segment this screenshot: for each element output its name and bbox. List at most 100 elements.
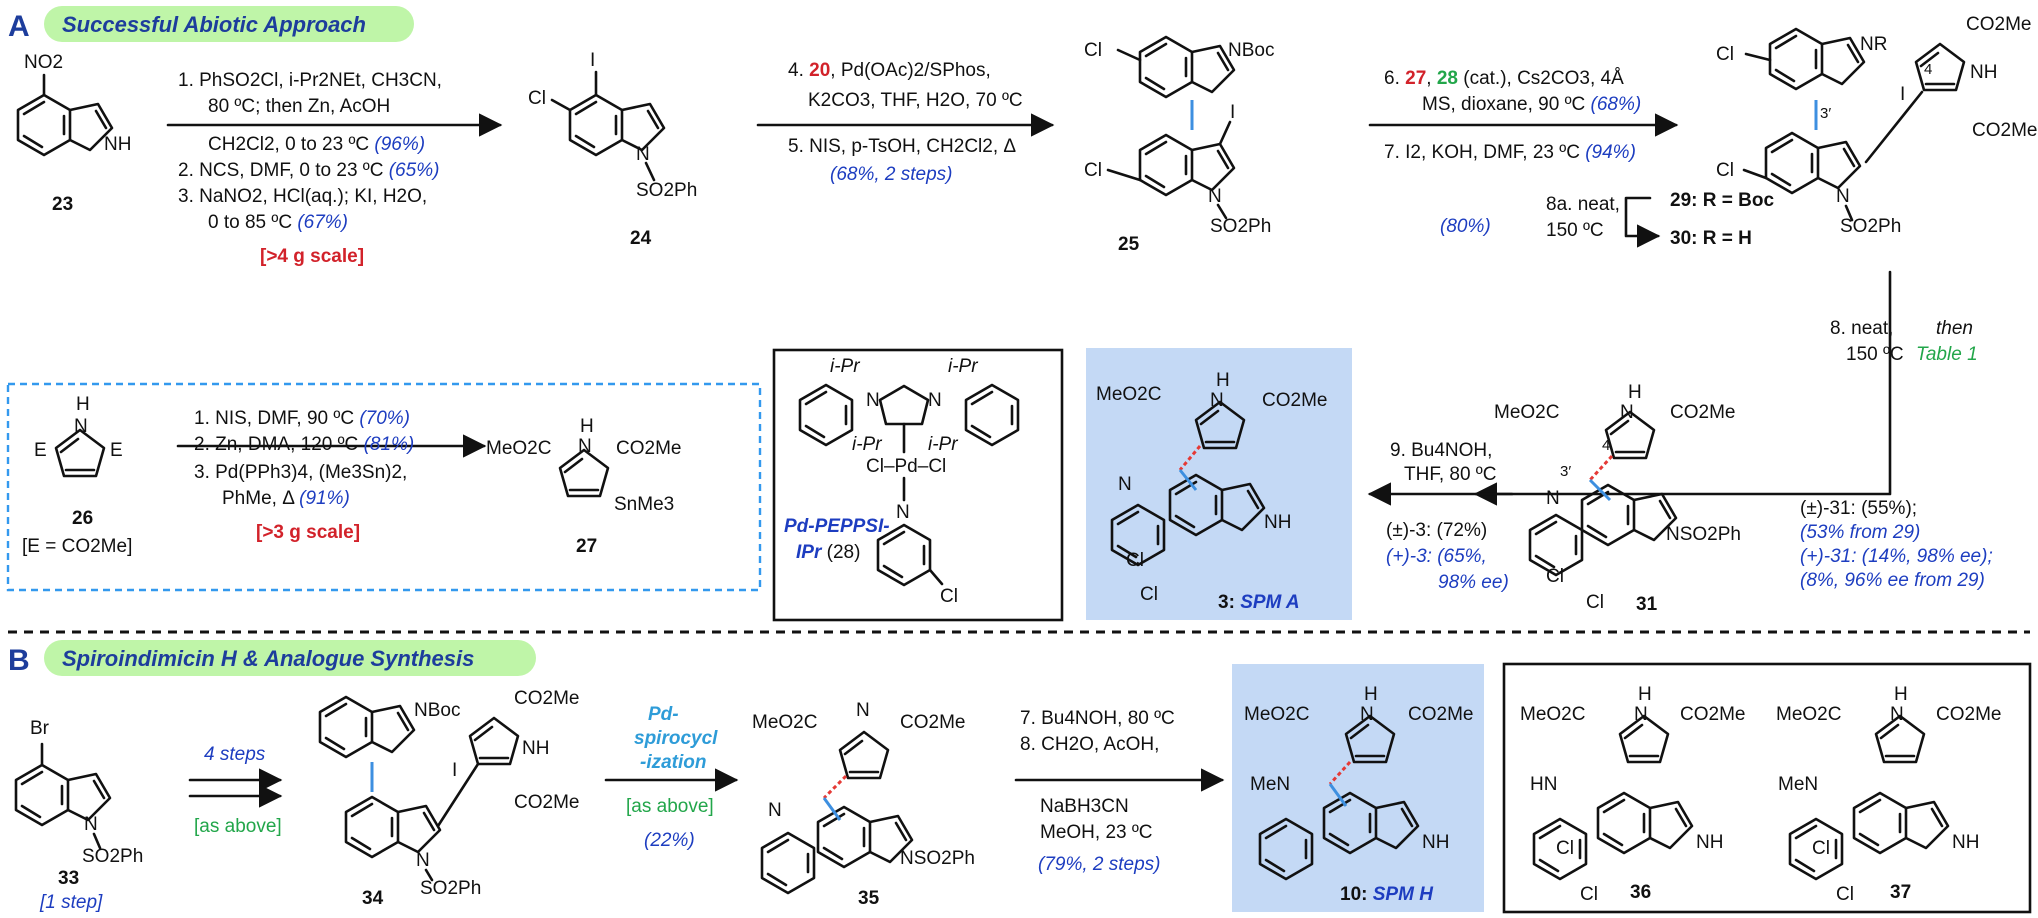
compound-27-label: 27	[576, 536, 597, 557]
compound-3-label: 3: SPM A	[1218, 592, 1300, 613]
compound-3-structure: H N MeO2C CO2Me NH N Cl Cl	[1096, 370, 1327, 605]
step1-line2: 80 ºC; then Zn, AcOH	[208, 96, 390, 117]
step26-line3: 3. Pd(PPh3)4, (Me3Sn)2,	[194, 462, 407, 483]
svg-text:H: H	[1628, 382, 1642, 403]
step8a-line1: 8a. neat,	[1546, 194, 1620, 215]
compound-27-structure: H N MeO2C CO2Me SnMe3	[486, 416, 681, 515]
svg-text:I: I	[452, 760, 457, 781]
panel-a-letter: A	[8, 10, 30, 43]
panel-b-title: Spiroindimicin H & Analogue Synthesis	[62, 646, 474, 671]
compound-29-30-structure: Cl NR 3′ CO2Me NH CO2Me I 4 Cl N SO2Ph	[1716, 14, 2037, 237]
svg-text:SO2Ph: SO2Ph	[82, 846, 143, 867]
step8-line2: 150 ºC	[1846, 344, 1904, 365]
compound-33-label: 33	[58, 868, 79, 889]
step1-line5: 3. NaNO2, HCl(aq.); KI, H2O,	[178, 186, 427, 207]
compound-10-structure: H N MeO2C CO2Me NH MeN	[1244, 684, 1473, 881]
svg-text:SO2Ph: SO2Ph	[636, 180, 697, 201]
step1-line3: CH2Cl2, 0 to 23 ºC (96%)	[208, 134, 425, 155]
svg-text:MeO2C: MeO2C	[1520, 704, 1585, 725]
step7-line1: 7. I2, KOH, DMF, 23 ºC (94%)	[1384, 142, 1636, 163]
step8a-yield: (80%)	[1440, 216, 1491, 237]
compound-36-label: 36	[1630, 882, 1651, 903]
arrow-b1-top: 4 steps	[204, 744, 266, 765]
svg-text:N: N	[416, 850, 430, 871]
arrow-b2-top1: Pd-	[648, 704, 679, 725]
compound-35-structure: N MeO2C CO2Me NSO2Ph N	[752, 700, 975, 895]
svg-text:NBoc: NBoc	[1228, 40, 1274, 61]
arrow-b2-yield: (22%)	[644, 830, 695, 851]
step9-line1: 9. Bu4NOH,	[1390, 440, 1492, 461]
compound-10-label: 10: SPM H	[1340, 884, 1434, 905]
compound-24-label: 24	[630, 228, 652, 249]
svg-text:N: N	[856, 700, 870, 721]
svg-text:NH: NH	[1970, 62, 1997, 83]
svg-text:Cl: Cl	[1084, 40, 1102, 61]
svg-text:NH: NH	[104, 134, 131, 155]
step8-table-ref: Table 1	[1916, 344, 1978, 365]
svg-text:H: H	[1216, 370, 1230, 391]
yield31-line4: (8%, 96% ee from 29)	[1800, 570, 1985, 591]
panel-a-title: Successful Abiotic Approach	[62, 12, 366, 37]
svg-text:NH: NH	[1422, 832, 1449, 853]
compound-30-label: 30: R = H	[1670, 228, 1752, 249]
svg-text:NH: NH	[522, 738, 549, 759]
svg-text:Cl–Pd–Cl: Cl–Pd–Cl	[866, 456, 946, 477]
pyrrole-synthesis-box	[6, 382, 762, 592]
reaction-arrow-8	[1473, 270, 1892, 506]
svg-text:SnMe3: SnMe3	[614, 494, 674, 515]
svg-text:3′: 3′	[1560, 463, 1571, 480]
svg-text:MeO2C: MeO2C	[752, 712, 817, 733]
svg-text:N: N	[636, 144, 650, 165]
svg-text:Cl: Cl	[1084, 160, 1102, 181]
yield31-line1: (±)-31: (55%);	[1800, 498, 1917, 519]
compound-31-label: 31	[1636, 594, 1658, 615]
svg-text:N: N	[1890, 704, 1904, 725]
svg-text:MeO2C: MeO2C	[1244, 704, 1309, 725]
compound-26-def: [E = CO2Me]	[22, 536, 132, 557]
step26-line4: PhMe, Δ (91%)	[222, 488, 350, 509]
step9-yield1: (±)-3: (72%)	[1386, 520, 1487, 541]
step1-scale: [>4 g scale]	[260, 246, 364, 267]
arrow-b2-bottom: [as above]	[626, 796, 714, 817]
compound-36-structure: H N MeO2C CO2Me NH HN Cl Cl	[1520, 684, 1745, 905]
svg-text:Cl: Cl	[1716, 160, 1734, 181]
reaction-arrow-8a	[1624, 196, 1661, 248]
step6-line1: 6. 27, 28 (cat.), Cs2CO3, 4Å	[1384, 68, 1624, 89]
svg-text:N: N	[1210, 390, 1224, 411]
svg-text:MeO2C: MeO2C	[486, 438, 551, 459]
svg-text:N: N	[1634, 704, 1648, 725]
svg-text:MeN: MeN	[1250, 774, 1290, 795]
svg-text:4: 4	[1924, 61, 1932, 78]
svg-text:CO2Me: CO2Me	[1680, 704, 1745, 725]
svg-text:Cl: Cl	[1716, 44, 1734, 65]
svg-text:SO2Ph: SO2Ph	[1840, 216, 1901, 237]
svg-text:i-Pr: i-Pr	[852, 434, 882, 455]
step4-line1: 4. 20, Pd(OAc)2/SPhos,	[788, 60, 991, 81]
arrow-b3-line1: 7. Bu4NOH, 80 ºC	[1020, 708, 1175, 729]
step1-line4: 2. NCS, DMF, 0 to 23 ºC (65%)	[178, 160, 439, 181]
svg-text:N: N	[1360, 704, 1374, 725]
step8-then: then	[1936, 318, 1973, 339]
compound-34-label: 34	[362, 888, 384, 909]
step9-yield2: (+)-3: (65%,	[1386, 546, 1487, 567]
svg-text:Cl: Cl	[1586, 592, 1604, 613]
catalyst-name-2: IPr (28)	[796, 542, 860, 563]
svg-text:SO2Ph: SO2Ph	[1210, 216, 1271, 237]
compound-26-label: 26	[72, 508, 93, 529]
svg-text:E: E	[34, 440, 47, 461]
svg-text:E: E	[110, 440, 123, 461]
panel-a-header-bg	[44, 6, 414, 42]
compound-37-label: 37	[1890, 882, 1911, 903]
svg-text:MeN: MeN	[1778, 774, 1818, 795]
svg-text:N: N	[866, 390, 880, 411]
svg-text:N: N	[1208, 186, 1222, 207]
panel-b-header-bg	[44, 640, 536, 676]
svg-text:NR: NR	[1860, 34, 1887, 55]
compound-33-note: [1 step]	[39, 892, 103, 913]
step5-line1: 5. NIS, p-TsOH, CH2Cl2, Δ	[788, 136, 1016, 157]
svg-text:Cl: Cl	[1126, 550, 1144, 571]
step26-line2: 2. Zn, DMA, 120 ºC (81%)	[194, 434, 414, 455]
svg-text:H: H	[76, 394, 90, 415]
compound-37-structure: H N MeO2C CO2Me NH MeN Cl Cl	[1776, 684, 2001, 905]
